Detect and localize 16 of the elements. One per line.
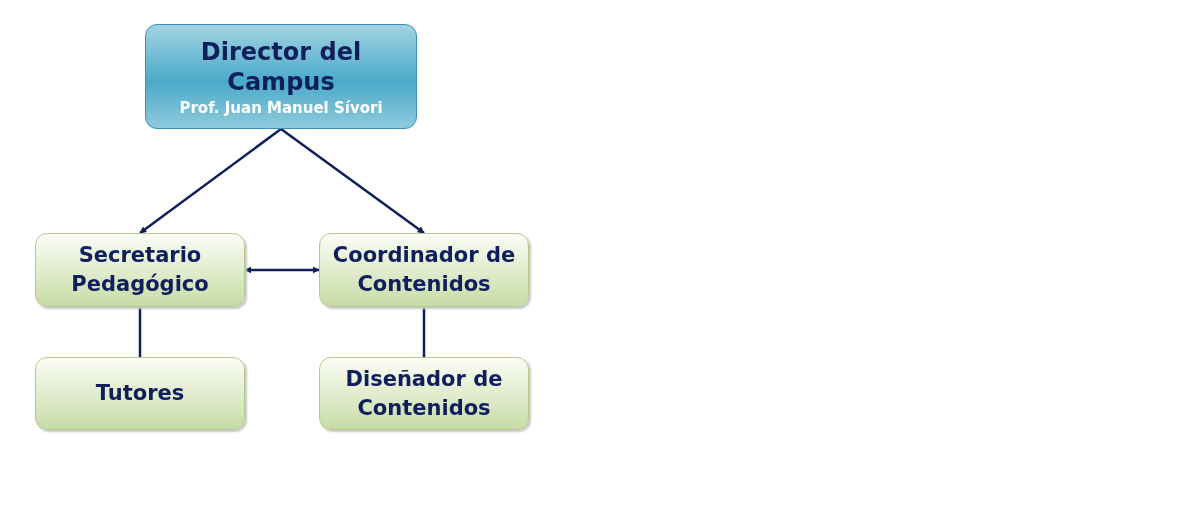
role-title: Secretario Pedagógico: [70, 242, 210, 298]
person-name: Prof. Juan Manuel Sívori: [179, 98, 383, 117]
arrow: [139, 128, 282, 234]
role-title: Tutores: [95, 380, 185, 407]
role-title: Director del Campus: [199, 36, 363, 97]
role-title: Coordinador de Contenidos: [331, 242, 517, 298]
role-title: Diseñador de Contenidos: [344, 365, 504, 422]
role-box: [35, 357, 245, 430]
role-box: [35, 233, 245, 307]
arrow: [280, 128, 425, 234]
title-box: [145, 24, 417, 129]
connector-line: [422, 307, 426, 357]
role-box: [319, 233, 529, 307]
role-box: [319, 357, 529, 430]
arrow: [244, 266, 320, 274]
connector-line: [138, 307, 142, 357]
